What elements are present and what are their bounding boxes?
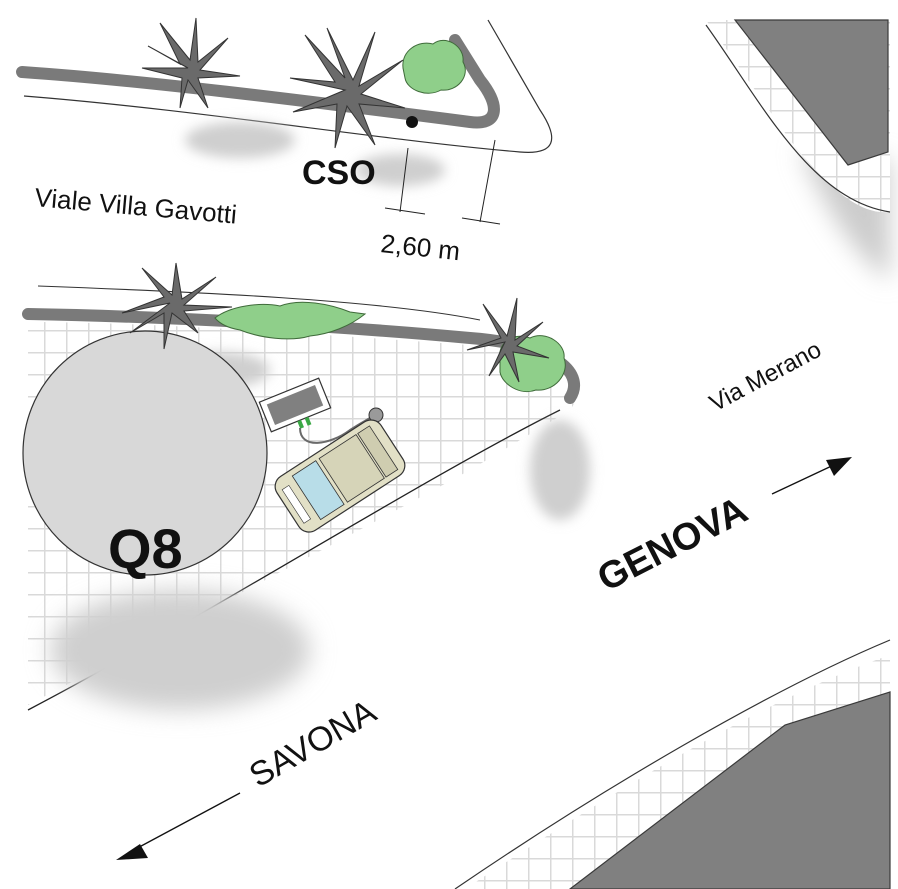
median-outline (23, 19, 553, 153)
fuel-pump-icon (258, 377, 332, 433)
station-brand-q8: Q8 (108, 517, 183, 580)
street-label-viale-villa-gavotti: Viale Villa Gavotti (33, 182, 238, 230)
car-icon (274, 419, 406, 533)
direction-label-genova: GENOVA (591, 489, 754, 600)
storage-tank (22, 330, 268, 576)
palm-tree-icon (289, 27, 406, 149)
direction-label-savona: SAVONA (243, 692, 383, 795)
palm-tree-icon (141, 17, 241, 109)
palm-tree-icon (121, 262, 233, 350)
median-outline (37, 285, 481, 321)
building-block-bottom-right (454, 639, 891, 889)
top-median (16, 17, 553, 186)
street-label-via-merano: Via Merano (705, 336, 826, 417)
shrub-icon (214, 301, 367, 340)
sidewalk-edge (705, 24, 891, 213)
direction-arrow-icon (771, 457, 852, 495)
dimension-annotation (384, 139, 501, 225)
point-marker (406, 116, 418, 128)
building-block-top-right (705, 19, 891, 280)
cso-label: CSO (302, 154, 376, 192)
sidewalk-edge (454, 639, 891, 889)
shrub-icon (402, 39, 466, 94)
direction-arrow-icon (116, 792, 241, 860)
station-area (22, 262, 590, 711)
building (569, 691, 891, 889)
distance-label: 2,60 m (379, 228, 461, 266)
palm-tree-icon (466, 297, 550, 383)
tank-shadow (50, 590, 310, 710)
building (733, 19, 889, 166)
curb (16, 34, 500, 129)
